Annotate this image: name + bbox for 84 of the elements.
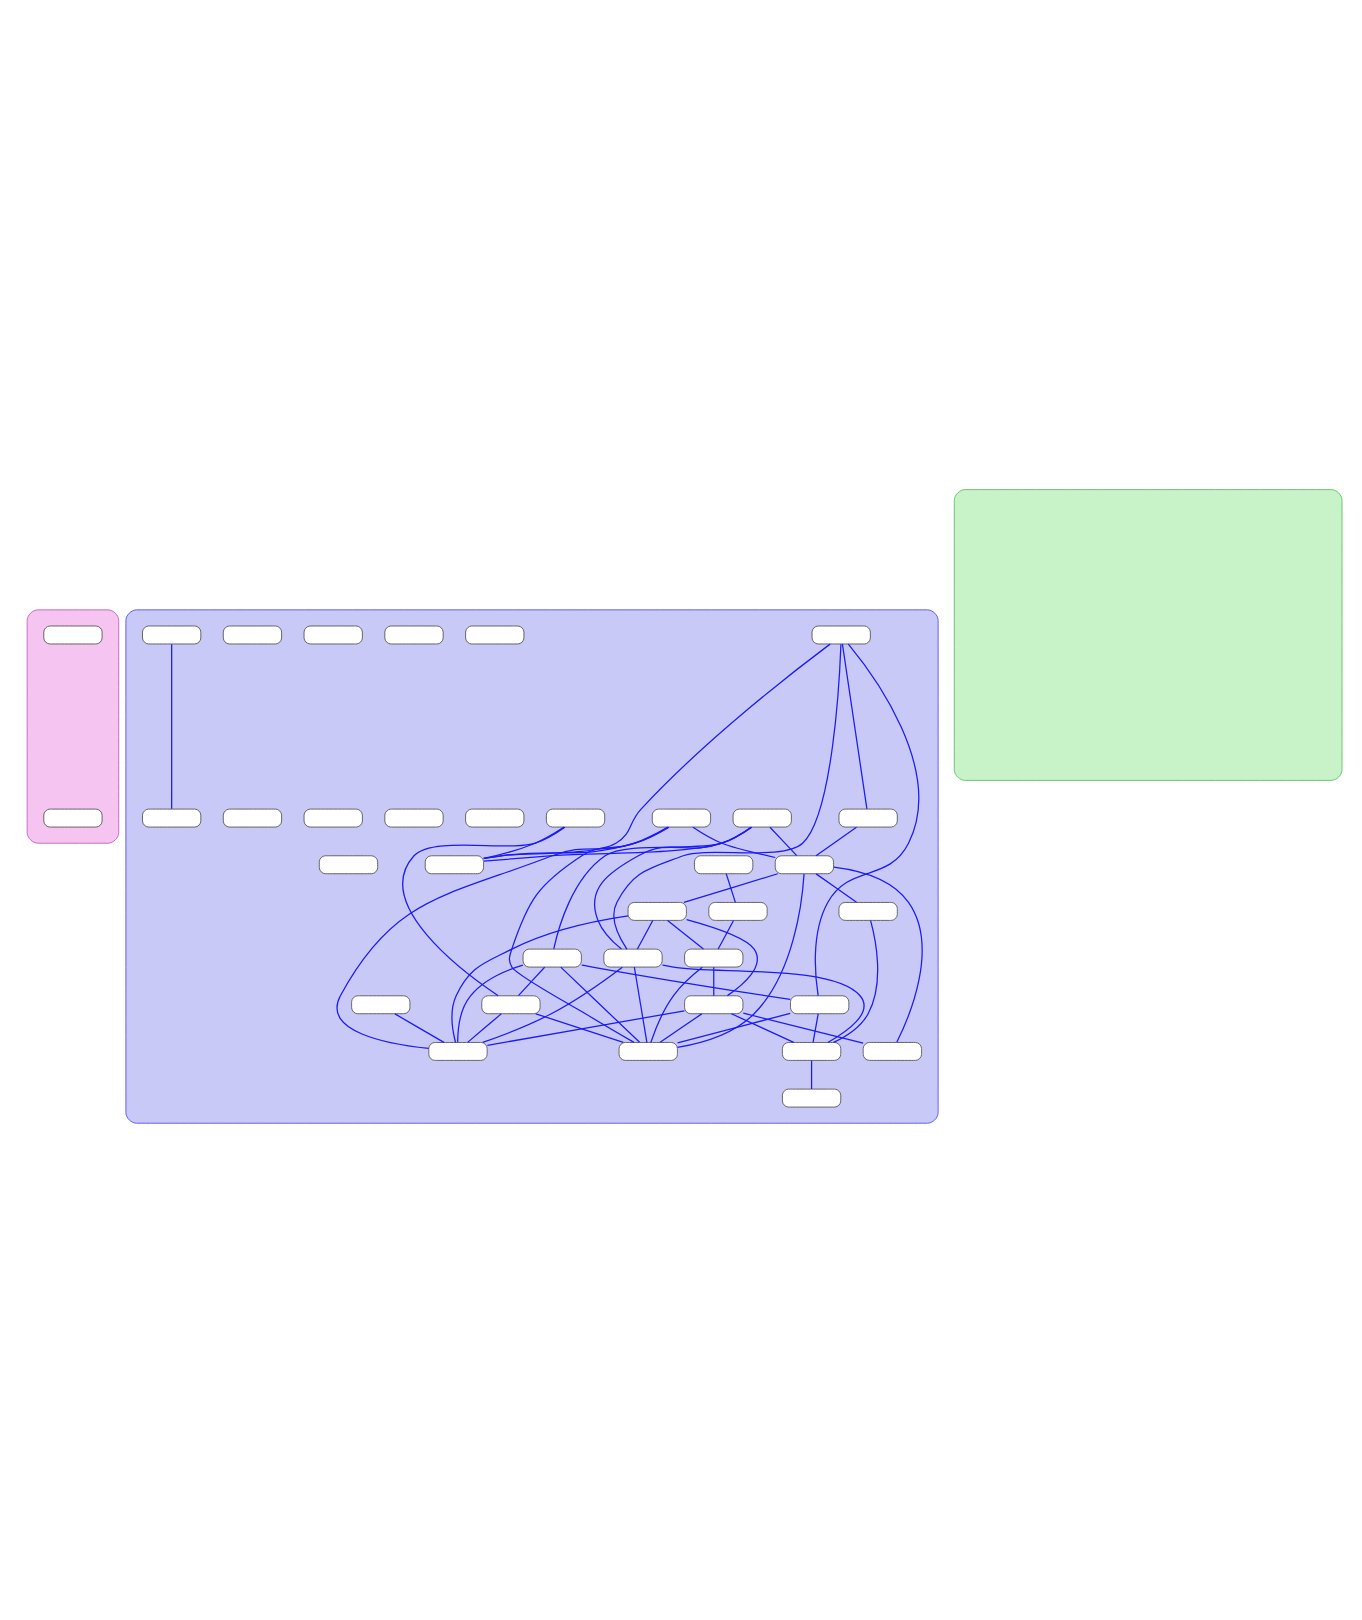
connector: [686, 918, 758, 997]
connector: [457, 964, 524, 1043]
node-box: [651, 808, 712, 828]
connector: [613, 643, 842, 950]
connector: [810, 1059, 813, 1090]
node-box: [790, 995, 850, 1015]
connector: [725, 873, 736, 903]
node-box: [618, 1042, 678, 1061]
connector: [742, 1012, 864, 1044]
node-box: [384, 808, 444, 828]
connector: [486, 1010, 686, 1046]
node-box: [708, 902, 768, 921]
connector: [508, 826, 669, 1043]
connector: [517, 966, 546, 997]
connector: [683, 873, 779, 903]
node-box: [781, 1088, 842, 1108]
node-box: [522, 948, 582, 968]
connector: [402, 826, 566, 997]
node-box: [781, 1042, 842, 1061]
connector: [661, 964, 865, 1044]
connector: [483, 643, 831, 860]
connector: [676, 873, 805, 1049]
connector: [394, 1013, 445, 1043]
node-box: [465, 625, 525, 645]
node-box: [222, 808, 283, 828]
connector: [553, 826, 753, 950]
connector: [713, 966, 715, 997]
connector: [814, 643, 920, 997]
connector: [483, 826, 670, 860]
connector: [659, 1013, 703, 1043]
connector: [593, 826, 752, 950]
connector: [833, 919, 879, 1044]
connector: [650, 966, 703, 1043]
connector: [483, 826, 565, 860]
node-box: [811, 625, 871, 645]
connector: [581, 964, 791, 1001]
connector: [171, 643, 173, 810]
connector: [467, 1013, 502, 1043]
connector: [769, 826, 798, 857]
connector: [841, 643, 868, 810]
connector: [560, 966, 641, 1043]
cluster: [26, 609, 120, 844]
connector: [812, 1013, 819, 1043]
node-box: [428, 1042, 488, 1061]
node-box: [684, 995, 744, 1015]
node-box: [627, 902, 687, 921]
connector: [535, 1013, 624, 1044]
connector: [482, 966, 623, 1044]
connector: [451, 915, 629, 1043]
connector: [692, 826, 776, 859]
node-box: [303, 808, 363, 828]
cluster: [125, 609, 939, 1124]
connector: [730, 1013, 795, 1043]
connector: [833, 866, 923, 1043]
node-box: [838, 902, 898, 921]
node-box: [351, 995, 411, 1015]
node-box: [303, 625, 363, 645]
connector: [633, 966, 648, 1043]
node-box: [142, 808, 202, 828]
node-box: [774, 855, 835, 875]
node-box: [424, 855, 484, 875]
connector: [636, 919, 654, 950]
node-box: [545, 808, 606, 828]
connector: [336, 826, 670, 1050]
node-box: [862, 1042, 922, 1061]
node-box: [953, 489, 1343, 781]
connector: [815, 873, 858, 903]
node-box: [732, 808, 792, 828]
node-box: [465, 808, 525, 828]
node-box: [684, 948, 744, 968]
node-box: [384, 625, 444, 645]
connector: [677, 1012, 791, 1044]
node-box: [481, 995, 541, 1015]
node-box: [43, 625, 103, 645]
node-box: [142, 625, 202, 645]
node-box: [694, 855, 754, 875]
node-box: [222, 625, 283, 645]
node-box: [318, 855, 379, 875]
connector: [717, 919, 735, 950]
node-box: [43, 808, 103, 828]
connector: [815, 826, 858, 857]
node-box: [838, 808, 898, 828]
connector: [666, 919, 705, 950]
node-box: [603, 948, 663, 968]
